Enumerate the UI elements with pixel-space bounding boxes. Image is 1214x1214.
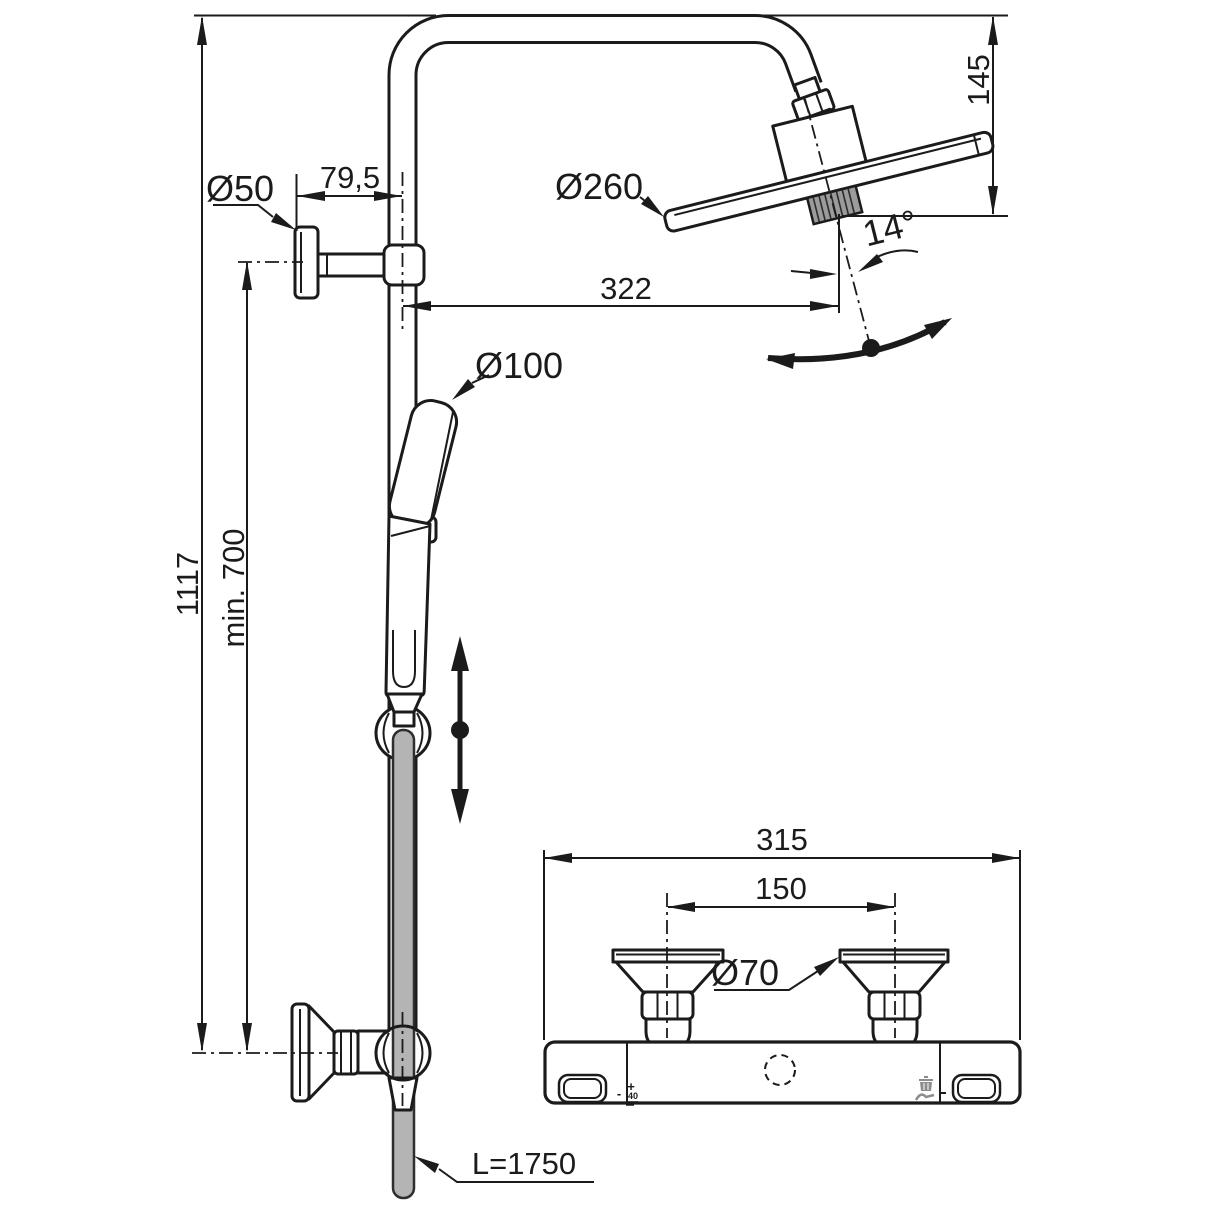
hose-length-label: L=1750 — [472, 1146, 576, 1181]
dim-head-drop: 145 — [961, 16, 998, 215]
dim-inlet-spacing: 150 — [667, 871, 895, 912]
cleaning-icon — [919, 1076, 933, 1091]
overhead-shower-head — [663, 104, 995, 233]
mixer-body — [543, 1040, 1022, 1105]
label-handspray-diameter: Ø100 — [452, 345, 563, 400]
shower-riser-pipe — [387, 13, 823, 1035]
mixer-logo-circle — [764, 1054, 796, 1086]
wall-offset-label: 79,5 — [320, 160, 380, 195]
flange-diameter-label: Ø50 — [206, 168, 274, 209]
dim-wall-offset: 79,5 — [297, 160, 402, 201]
knurled-adjuster-collar — [805, 184, 864, 226]
dim-head-reach: 322 — [403, 271, 838, 311]
total-height-label: 1117 — [170, 552, 205, 616]
shower-hose — [391, 728, 416, 1200]
rail-clamp — [382, 243, 426, 287]
head-reach-label: 322 — [600, 271, 652, 306]
label-flange-diameter: Ø50 — [206, 168, 296, 230]
inlet-spacing-label: 150 — [755, 871, 807, 906]
thermostatic-mixer: + - 40 — [543, 948, 1022, 1106]
mixer-inlet-left — [611, 948, 725, 1053]
mixer-width-label: 315 — [756, 822, 808, 857]
water-flow-icon — [914, 1093, 935, 1101]
centerlines — [192, 98, 896, 1106]
temp-40-mark: 40 — [628, 1091, 638, 1101]
head-diameter-label: Ø260 — [555, 166, 643, 207]
temperature-scale-marks: + - 40 — [617, 1079, 638, 1106]
pivot-point — [862, 339, 880, 357]
extension-lines — [194, 14, 1021, 1040]
upper-wall-bracket — [293, 225, 426, 300]
slide-direction-arrow — [451, 636, 469, 824]
temperature-handle-button — [557, 1073, 608, 1104]
min-height-label: min. 700 — [216, 529, 251, 648]
label-hose-length: L=1750 — [414, 1146, 594, 1183]
plus-mark: + — [627, 1079, 635, 1094]
dim-min-height: min. 700 — [216, 261, 252, 1052]
handspray-diameter-label: Ø100 — [475, 345, 563, 386]
tilt-axis-line — [804, 98, 870, 342]
dim-total-height: 1117 — [170, 16, 207, 1052]
minus-mark: - — [617, 1086, 621, 1101]
hand-shower — [374, 399, 459, 762]
head-drop-label: 145 — [961, 54, 996, 106]
label-rosette-diameter: Ø70 — [711, 952, 839, 993]
label-head-diameter: Ø260 — [555, 166, 664, 217]
rosette-diameter-label: Ø70 — [711, 952, 779, 993]
mixer-inlet-right — [838, 948, 950, 1053]
swivel-direction-arrow — [766, 318, 952, 369]
dim-mixer-width: 315 — [544, 822, 1020, 863]
dim-tilt-angle: 14° — [790, 201, 922, 279]
flow-handle-button — [951, 1073, 1002, 1104]
tilt-angle-label: 14° — [859, 201, 922, 254]
